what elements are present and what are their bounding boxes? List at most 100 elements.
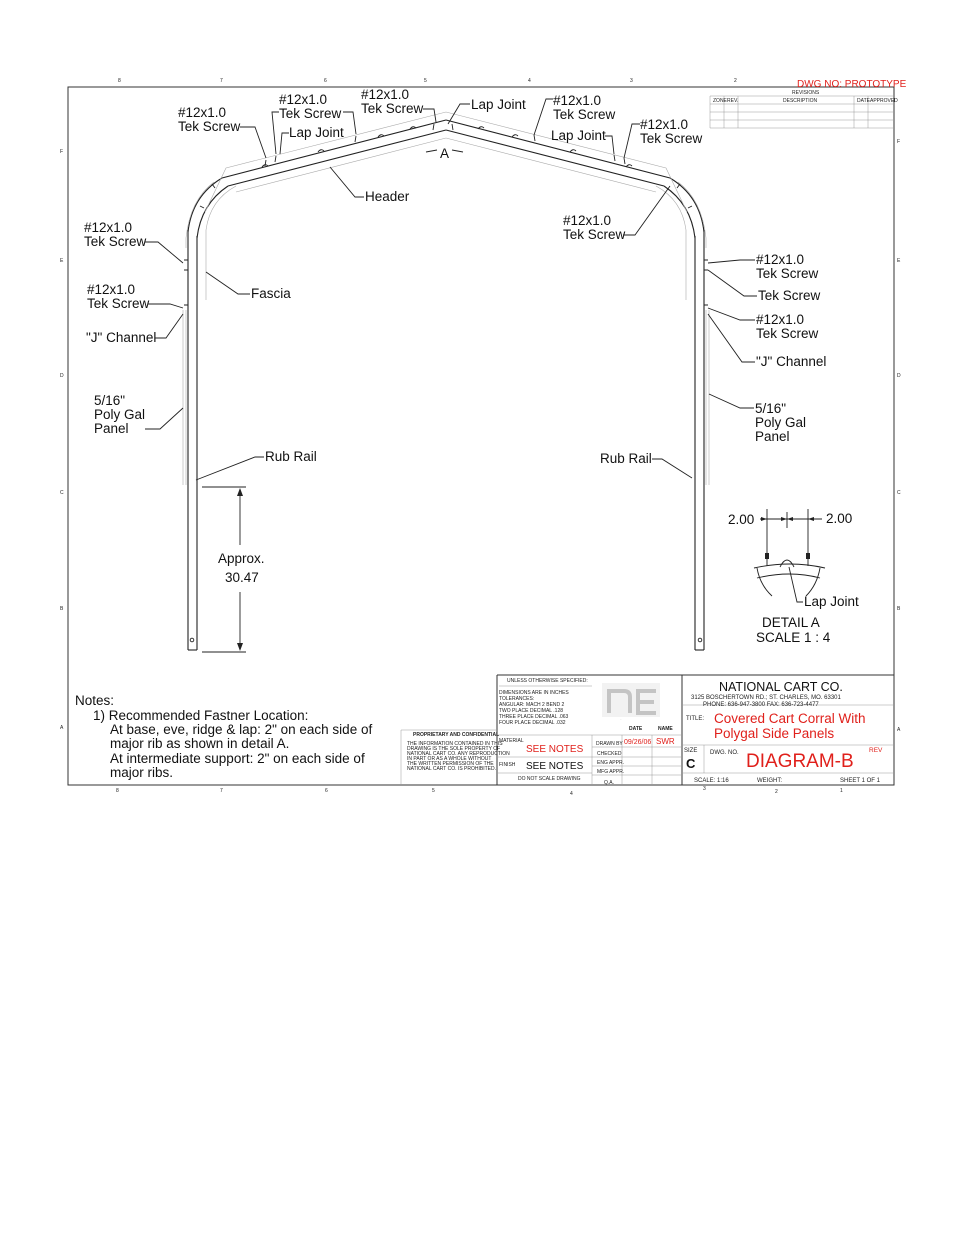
callout-right-tek3-name: Tek Screw — [756, 326, 819, 341]
tb-sheet: SHEET 1 OF 1 — [840, 778, 881, 784]
tb-checked: CHECKED — [597, 751, 622, 757]
height-dimension: Approx. 30.47 — [202, 486, 265, 653]
col-top-2: 7 — [220, 78, 223, 84]
tb-weight: WEIGHT: — [757, 778, 782, 784]
rev-hdr-desc: DESCRIPTION — [783, 98, 818, 104]
tb-title-label: TITLE: — [686, 716, 704, 722]
notes-heading: Notes: — [75, 693, 114, 708]
tb-title-line-2: Polygal Side Panels — [714, 726, 834, 741]
callout-rub-right: Rub Rail — [600, 451, 652, 466]
zone-left-c: C — [60, 490, 64, 496]
tb-prop-2: DRAWING IS THE SOLE PROPERTY OF — [407, 746, 500, 752]
detail-title: DETAIL A — [762, 615, 820, 630]
dwg-no-prototype: DWG NO: PROTOTYPE — [797, 79, 907, 90]
callout-header: Header — [365, 189, 410, 204]
cart-corral-frame — [182, 111, 710, 651]
tb-drawn-by: DRAWN BY — [596, 741, 623, 747]
callout-rub-left: Rub Rail — [265, 449, 317, 464]
rev-hdr-approved: APPROVED — [870, 98, 898, 104]
tb-name-hdr: NAME — [658, 726, 673, 732]
tb-dwg-no-value: DIAGRAM-B — [746, 751, 854, 772]
col-top-6: 3 — [630, 78, 633, 84]
tb-phone: PHONE: 636-947-3800 FAX: 636-723-4477 — [703, 702, 819, 708]
tb-eng-appr: ENG APPR. — [597, 760, 624, 766]
callout-lap-left: Lap Joint — [289, 125, 344, 140]
col-top-4: 5 — [424, 78, 427, 84]
tb-company: NATIONAL CART CO. — [719, 680, 843, 694]
zone-left-f: F — [60, 149, 63, 155]
callout-lap-top: Lap Joint — [471, 97, 526, 112]
callout-right-tek1-name: Tek Screw — [756, 266, 819, 281]
zone-right-e: E — [897, 258, 901, 264]
zone-left-b: B — [60, 606, 64, 612]
tb-date-hdr: DATE — [629, 726, 643, 732]
col-bot-4: 5 — [432, 788, 435, 794]
detail-lap-joint: Lap Joint — [804, 594, 859, 609]
tb-rev-label: REV — [869, 747, 883, 754]
approx-value: 30.47 — [225, 570, 259, 585]
drawing-sheet: 8 7 6 5 4 3 2 8 7 6 5 4 3 2 1 F E D C B … — [60, 78, 907, 797]
notes-line-5: major ribs. — [110, 765, 173, 780]
col-bot-7: 2 — [775, 789, 778, 795]
detail-marker: A — [440, 146, 449, 161]
notes-line-4: At intermediate support: 2" on each side… — [110, 751, 365, 766]
tb-two-place: TWO PLACE DECIMAL .128 — [499, 708, 563, 714]
tb-dwg-no-label: DWG. NO. — [710, 750, 739, 756]
callout-panel-left-2: Poly Gal — [94, 407, 145, 422]
tb-dims: DIMENSIONS ARE IN INCHES — [499, 690, 569, 696]
zone-letters: F E D C B A F E D C B A — [60, 139, 901, 733]
col-bot-2: 7 — [220, 788, 223, 794]
zone-left-a: A — [60, 725, 64, 731]
zone-left-d: D — [60, 373, 64, 379]
callout-right-tek3-size: #12x1.0 — [756, 312, 804, 327]
zone-left-e: E — [60, 258, 64, 264]
tb-finish-value: SEE NOTES — [526, 761, 584, 772]
revisions-title: REVISIONS — [792, 90, 820, 96]
callout-tek2-size: #12x1.0 — [279, 92, 327, 107]
col-bot-5: 4 — [570, 791, 573, 797]
nc-logo — [602, 683, 660, 717]
detail-scale: SCALE 1 : 4 — [756, 630, 831, 645]
tb-finish-label: FINISH — [499, 762, 516, 768]
rev-hdr-date: DATE — [857, 98, 871, 104]
zone-right-f: F — [897, 139, 900, 145]
rev-hdr-zone: ZONE — [713, 98, 728, 104]
callout-panel-left-1: 5/16" — [94, 393, 125, 408]
callout-j-right: "J" Channel — [756, 354, 826, 369]
title-block: UNLESS OTHERWISE SPECIFIED: DIMENSIONS A… — [400, 674, 894, 786]
tb-address: 3125 BOSCHERTOWN RD.; ST. CHARLES, MO. 6… — [691, 695, 841, 701]
callout-tek1-name: Tek Screw — [178, 119, 241, 134]
callout-left-tek2-name: Tek Screw — [87, 296, 150, 311]
callout-panel-right-1: 5/16" — [755, 401, 786, 416]
callout-panel-right-3: Panel — [755, 429, 790, 444]
detail-dim-left: 2.00 — [728, 512, 754, 527]
rev-hdr-rev: REV. — [727, 98, 738, 104]
notes: Notes: 1) Recommended Fastner Location: … — [75, 693, 372, 780]
tb-tol: TOLERANCES: — [499, 696, 534, 702]
tb-qa: Q.A. — [604, 780, 614, 786]
revisions-table: REVISIONS ZONE REV. DESCRIPTION DATE APP… — [709, 90, 898, 129]
tb-three-place: THREE PLACE DECIMAL .063 — [499, 714, 569, 720]
tb-prop-1: THE INFORMATION CONTAINED IN THIS — [407, 741, 503, 747]
tb-logo-text: NC — [620, 719, 622, 721]
callouts: #12x1.0 Tek Screw #12x1.0 Tek Screw Lap … — [84, 87, 826, 481]
callout-left-tek1-name: Tek Screw — [84, 234, 147, 249]
callout-left-tek1-size: #12x1.0 — [84, 220, 132, 235]
callout-tek5-name: Tek Screw — [640, 131, 703, 146]
notes-line-1: 1) Recommended Fastner Location: — [93, 708, 308, 723]
tb-prop-4: IN PART OR AS A WHOLE WITHOUT — [407, 756, 491, 762]
callout-j-left: "J" Channel — [86, 330, 156, 345]
col-bot-3: 6 — [325, 788, 328, 794]
callout-left-tek2-size: #12x1.0 — [87, 282, 135, 297]
col-bot-1: 8 — [116, 788, 119, 794]
notes-line-2: At base, eve, ridge & lap: 2" on each si… — [110, 722, 372, 737]
col-bot-8: 1 — [840, 788, 843, 794]
callout-tek5-size: #12x1.0 — [640, 117, 688, 132]
sheet-border — [67, 86, 895, 786]
col-bot-6: 3 — [703, 786, 706, 792]
tb-title-line-1: Covered Cart Corral With — [714, 711, 866, 726]
tb-four-place: FOUR PLACE DECIMAL .032 — [499, 720, 566, 726]
col-top-7: 2 — [734, 78, 737, 84]
tb-prop-3: NATIONAL CART CO. ANY REPRODUCTION — [407, 751, 510, 757]
tb-prop-5: THE WRITTEN PERMISSION OF THE — [407, 761, 494, 767]
